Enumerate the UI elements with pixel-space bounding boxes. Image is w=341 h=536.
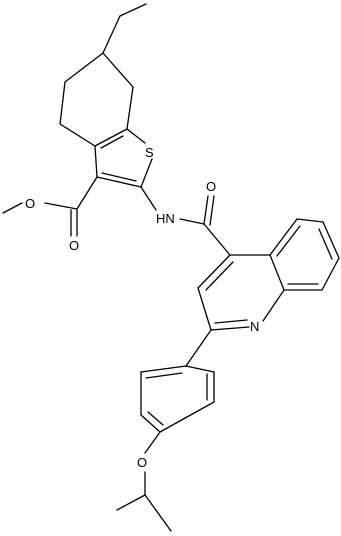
bond-c7a-c3a-double — [100, 135, 124, 149]
bond-q-c4a-c5-double — [276, 225, 301, 257]
bond-c3-c3a — [94, 145, 98, 178]
bond-q-c2-n-double — [214, 319, 248, 324]
bond-q-c4-c3-double — [205, 261, 234, 291]
bond-c7a-s — [126, 128, 146, 144]
bond-q-c4a-c5 — [269, 218, 298, 256]
bond-ph-c3-c4-double — [147, 411, 164, 426]
atom-label-amide-oxygen: O — [206, 179, 216, 194]
bond-ph-c1-c2-double — [145, 372, 183, 379]
bond-amide-c-o-b — [209, 195, 215, 226]
bond-c2-c3 — [96, 176, 142, 188]
bond-ph-c3-c4 — [140, 414, 161, 433]
bond-ring-c5-c4 — [59, 81, 66, 125]
bond-ch-ch3-left — [116, 494, 146, 511]
bond-q-c6-c7 — [322, 221, 340, 259]
bond-q-n-c8a — [262, 289, 285, 322]
bond-ph-c6-c1 — [185, 365, 215, 373]
bond-ph-o — [144, 431, 161, 454]
bond-ph-c4-c5 — [159, 401, 215, 433]
bond-ring-c6-c7 — [102, 52, 134, 88]
bond-s-c2 — [140, 158, 153, 188]
atom-label-ether-oxygen: O — [137, 455, 147, 470]
bond-q-c3-c2 — [197, 287, 212, 331]
bond-amide-c-quinoline — [203, 223, 231, 256]
atom-label-quinoline-nitrogen: N — [250, 319, 259, 334]
bond-c3-carbonyl — [76, 176, 98, 210]
bond-c2-nh — [140, 186, 157, 211]
bond-ethyl-ch2 — [102, 15, 121, 54]
bond-q-c6-c7-double — [318, 228, 333, 260]
bond-ring-c7-c7a — [126, 86, 134, 130]
bond-c2-c3-double — [101, 172, 137, 182]
atom-label-carbonyl-oxygen: O — [69, 238, 79, 253]
bond-ch-ch3-right — [144, 494, 172, 532]
bond-q-c4-c3 — [197, 254, 231, 289]
atom-label-amide-nitrogen: HN — [156, 211, 175, 226]
bond-ester-c-o-single — [44, 202, 78, 210]
bond-nh-carbonyl — [179, 218, 205, 225]
atom-label-sulfur: S — [145, 145, 154, 160]
bond-q-c2-phenyl — [185, 329, 212, 367]
bond-q-c5-c6 — [296, 218, 324, 223]
bond-ethyl-ch3 — [119, 3, 147, 17]
bond-c7a-c3a — [94, 128, 128, 147]
atom-label-ester-oxygen: O — [25, 196, 35, 211]
bond-amide-c-o-a — [203, 195, 209, 225]
bond-q-c7-c8 — [321, 257, 340, 291]
bond-ph-c1-c2 — [140, 365, 187, 373]
bond-q-c2-n — [210, 326, 250, 331]
bond-q-c8a-c4a — [269, 254, 285, 291]
bond-ring-c4-c3a — [59, 123, 96, 147]
bond-ring-c6-c5 — [64, 52, 104, 83]
bond-ester-o-ch3 — [2, 202, 23, 214]
